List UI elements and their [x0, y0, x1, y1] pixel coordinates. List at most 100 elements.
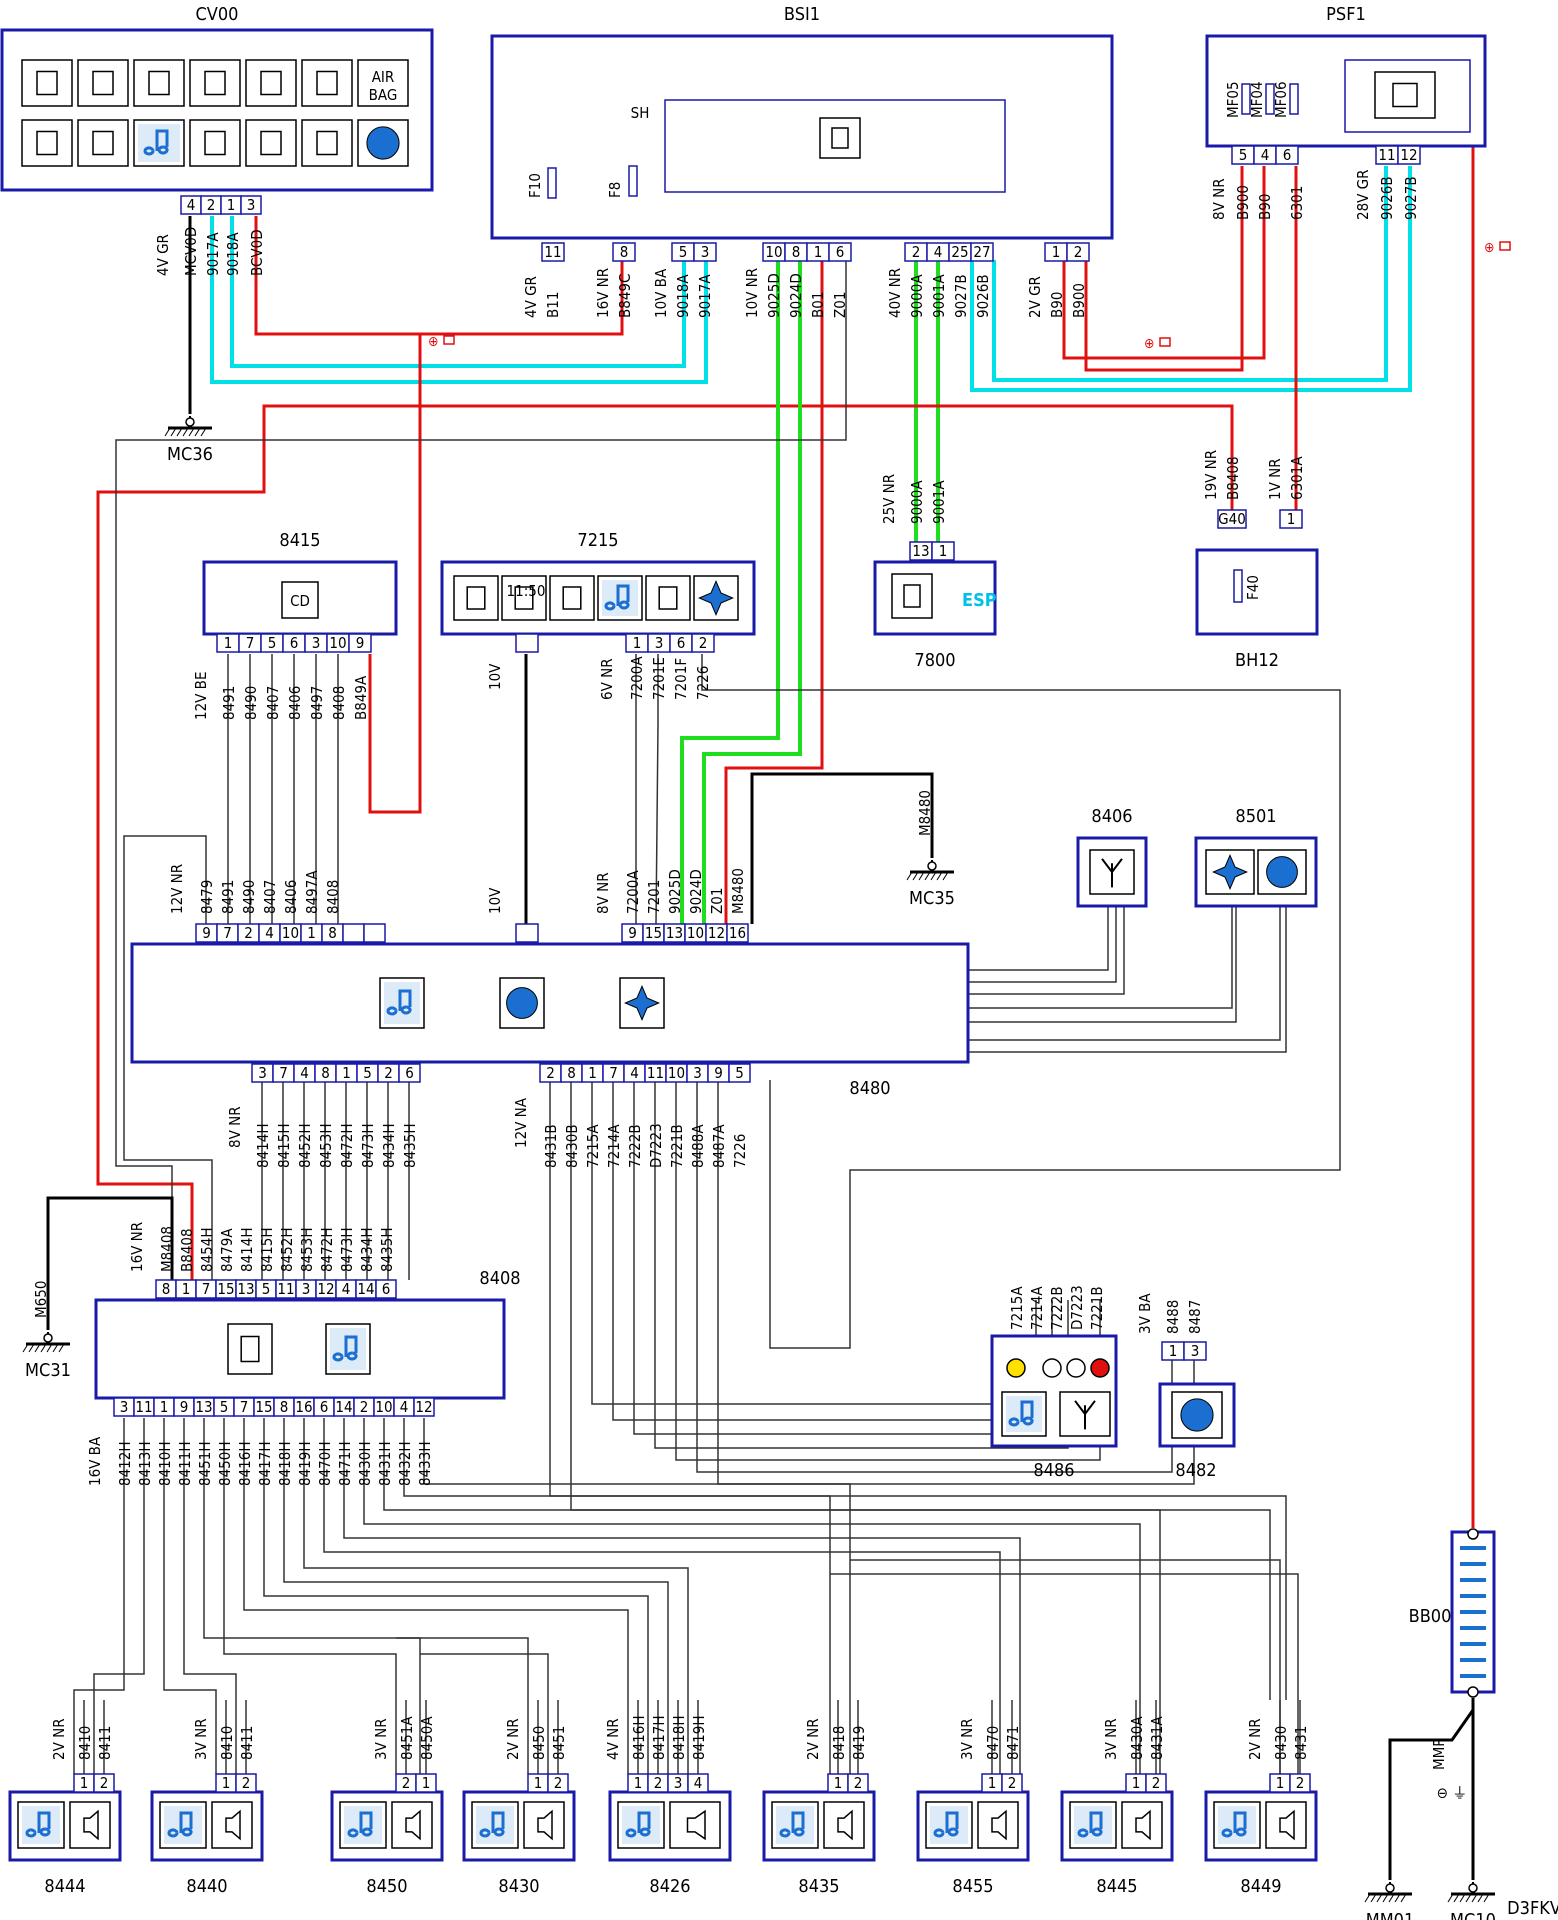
8410h	[163, 1418, 217, 1774]
bsi1-wire-label: B900	[1070, 283, 1088, 318]
pin-number: 8	[321, 1064, 330, 1082]
pin-number: 6	[836, 243, 845, 261]
pin-number: 10	[765, 243, 782, 261]
ground-hatch	[936, 871, 943, 881]
8479	[123, 835, 213, 1280]
ground-hatch	[930, 871, 937, 881]
music-note-icon	[332, 1335, 358, 1362]
c8408-wire-label: M8408	[158, 1226, 176, 1272]
pin-number: 2	[402, 1774, 411, 1792]
pin-number: 2	[912, 243, 921, 261]
speaker-wire-label: 8417H	[650, 1716, 668, 1761]
pin-number: 6	[677, 634, 686, 652]
wires	[46, 47, 1475, 1894]
speaker-note	[159, 1801, 207, 1849]
bsi1-pin	[1066, 242, 1090, 262]
c8480-spec: 8V NR	[594, 872, 612, 914]
ground-hatch	[1364, 1893, 1371, 1903]
speaker-pin	[93, 1773, 115, 1793]
m650-label: M650	[32, 1281, 50, 1318]
pin-number: 1	[307, 924, 316, 942]
c8415-label: 8415	[279, 530, 320, 551]
c8415-wire-label: 8490	[242, 686, 260, 720]
9027b	[970, 166, 1412, 392]
ground-hatch	[918, 871, 925, 881]
c8480-wire-label: 9024D	[687, 869, 705, 914]
pin-number: 7	[279, 1064, 288, 1082]
bh12-spec: 19V NR	[1202, 450, 1220, 500]
bsi1-spec: 16V NR	[594, 268, 612, 318]
pin-number: 1	[633, 634, 642, 652]
fuse-f8-label: F8	[606, 182, 624, 198]
c8408-wire-label: 8450H	[216, 1442, 234, 1487]
c8408-pin	[413, 1397, 435, 1417]
pin-number: 4	[187, 196, 196, 214]
pin-number: G40	[1218, 510, 1246, 528]
z01	[724, 260, 824, 924]
battery-plus-icon: ⊕	[428, 334, 439, 350]
c7215-wire-label: 7201F	[672, 658, 690, 700]
pin-number: 2	[854, 1774, 863, 1792]
battery-plus-icon: ⊕	[1484, 240, 1495, 256]
white-jack	[1042, 1358, 1062, 1378]
c8408-wire-label: 8452H	[278, 1228, 296, 1273]
c8486-label: 8486	[1033, 1460, 1074, 1481]
c8480-spec: 12V NA	[512, 1097, 530, 1148]
psf1-spec: 28V GR	[1354, 169, 1372, 220]
speaker-icon	[686, 1809, 706, 1841]
chip-icon	[316, 70, 338, 96]
speaker-icon	[523, 1801, 565, 1849]
speaker-note	[771, 1801, 819, 1849]
c8480-spec: 8V NR	[226, 1106, 244, 1148]
c8415-pin	[348, 633, 372, 653]
pin-number: 2	[242, 1774, 251, 1792]
c8408-wire-label: 8471H	[336, 1442, 354, 1487]
speaker-wire-label: 8450	[530, 1726, 548, 1760]
c8408-spec: 16V NR	[128, 1222, 146, 1272]
c8480-wire-label: 8415H	[275, 1124, 293, 1169]
speaker-pin	[687, 1773, 709, 1793]
8413h	[93, 1418, 145, 1774]
pin-number: 3	[120, 1398, 129, 1416]
b90	[1062, 166, 1266, 360]
c7215-wire-label: 7226	[694, 666, 712, 700]
bb00-terminal	[1467, 1686, 1479, 1698]
mm01-wire	[1388, 1709, 1475, 1880]
speaker-wire-label: 8470	[984, 1726, 1002, 1760]
music-note-icon	[779, 1811, 805, 1838]
pin-number: 5	[268, 634, 277, 652]
psf1-pin	[1397, 145, 1421, 165]
pin-number: 1	[1287, 510, 1296, 528]
pin-number: 4	[400, 1398, 409, 1416]
pin-number: 2	[244, 924, 253, 942]
bsi1-pin	[828, 242, 852, 262]
speaker-icon	[1265, 1801, 1307, 1849]
chip-icon	[562, 586, 582, 610]
battery-plus-icon: ⊕	[1144, 336, 1155, 352]
psf1-spec: 8V NR	[1210, 178, 1228, 220]
c8480-pin	[398, 1063, 421, 1083]
ground-hatch	[28, 1343, 35, 1353]
pin-number: 5	[220, 1398, 229, 1416]
pin-number: 2	[360, 1398, 369, 1416]
cv00-wire-label: 9017A	[204, 232, 222, 276]
speaker-wire-label: 8419	[850, 1726, 868, 1760]
bh12-pin	[1217, 509, 1247, 529]
pin-number: 9	[356, 634, 365, 652]
8487a	[717, 1082, 1195, 1485]
c7215-pin	[691, 633, 715, 653]
compass-icon	[698, 580, 734, 616]
speaker-note	[617, 1801, 665, 1849]
compass-icon	[1212, 854, 1248, 890]
esp-label: ESP	[962, 590, 997, 611]
9025d	[680, 260, 780, 924]
8433h	[423, 1418, 851, 1774]
bh12-spec: 1V NR	[1266, 458, 1284, 500]
bb00-terminal	[1467, 1528, 1479, 1540]
speaker-wire-label: 8451	[550, 1726, 568, 1760]
ground-hatch	[1394, 1893, 1401, 1903]
c8480-pin	[342, 923, 365, 943]
cv00-wire-label: BCV0D	[248, 229, 266, 276]
pin-number: 3	[701, 243, 710, 261]
